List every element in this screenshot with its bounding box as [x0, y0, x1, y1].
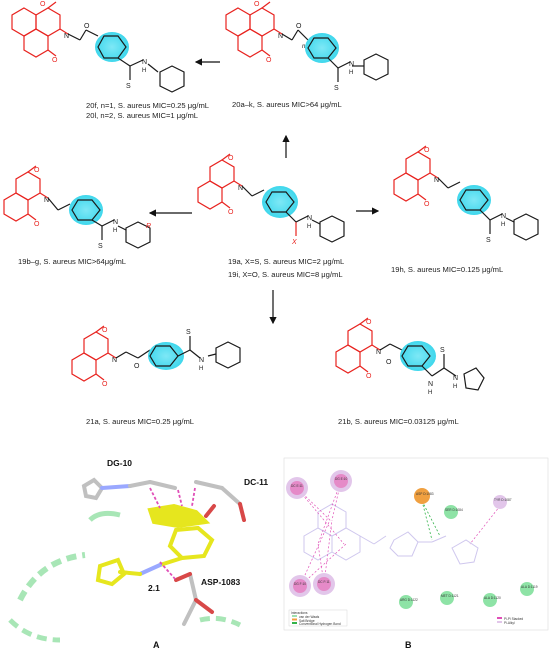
legend-salt-bridge: Salt Bridge: [299, 618, 315, 623]
legend-hbond: Conventional Hydrogen Bond: [299, 622, 341, 626]
svg-text:N: N: [376, 349, 381, 356]
svg-text:O: O: [34, 167, 40, 174]
caption-20a: 20a–k, S. aureus MIC>64 μg/mL: [232, 100, 342, 109]
svg-text:N: N: [349, 61, 354, 68]
legend-pi-alkyl: Pi-Alkyl: [504, 621, 515, 625]
residue-dc-e11: DC E:11: [291, 484, 303, 488]
svg-text:O: O: [40, 1, 46, 8]
caption-19h: 19h, S. aureus MIC=0.125 μg/mL: [391, 265, 504, 274]
svg-text:N: N: [238, 185, 243, 192]
molecule-19a: [197, 153, 345, 243]
svg-text:N: N: [64, 33, 69, 40]
svg-text:H: H: [113, 228, 117, 234]
svg-text:H: H: [349, 70, 353, 76]
caption-20f-line2: 20l, n=2, S. aureus MIC=1 μg/mL: [86, 111, 199, 120]
panel-label-a: A: [153, 640, 160, 650]
molecule-20a: [225, 1, 389, 82]
svg-text:O: O: [296, 23, 302, 30]
svg-text:O: O: [34, 221, 40, 228]
legend-pi-pi: Pi-Pi Stacked: [504, 617, 524, 621]
docking-pose: [0, 438, 272, 643]
residue-ala1119: ALA D:1119: [521, 585, 538, 589]
residue-tyr: TYR D:1087: [494, 498, 512, 502]
svg-text:O: O: [228, 209, 234, 216]
svg-text:S: S: [98, 243, 103, 250]
svg-text:O: O: [386, 359, 392, 366]
svg-text:O: O: [266, 57, 272, 64]
svg-text:S: S: [440, 347, 445, 354]
svg-text:N: N: [112, 357, 117, 364]
molecule-19h: [393, 145, 539, 241]
svg-text:O: O: [228, 155, 234, 162]
distance-label: 2.1: [148, 583, 160, 593]
residue-met: MET D:1121: [441, 594, 459, 598]
molecule-21b: [335, 317, 485, 391]
svg-text:S: S: [486, 237, 491, 244]
svg-text:N: N: [428, 381, 433, 388]
svg-text:N: N: [453, 375, 458, 382]
svg-text:N: N: [278, 33, 283, 40]
svg-text:O: O: [102, 327, 108, 334]
caption-19b: 19b–g, S. aureus MIC>64μg/mL: [18, 257, 127, 266]
svg-text:O: O: [366, 319, 372, 326]
legend-vdw: van der Waals: [299, 615, 320, 619]
svg-text:O: O: [134, 363, 140, 370]
svg-text:N: N: [113, 219, 118, 226]
svg-text:N: N: [307, 215, 312, 222]
caption-21b: 21b, S. aureus MIC=0.03125 μg/mL: [338, 417, 459, 426]
molecule-21a: [71, 325, 241, 382]
residue-asp: ASP D:1083: [416, 492, 434, 496]
panel-label-b: B: [405, 640, 412, 650]
svg-text:H: H: [501, 222, 505, 228]
svg-text:N: N: [434, 177, 439, 184]
residue-arg: ARG D:1122: [400, 598, 418, 602]
svg-text:N: N: [501, 213, 506, 220]
residue-dc-f11: DC F:11: [318, 580, 330, 584]
svg-text:H: H: [142, 68, 146, 74]
svg-text:N: N: [44, 197, 49, 204]
svg-text:H: H: [307, 224, 311, 230]
residue-ala1120: ALA D:1120: [484, 596, 501, 600]
svg-text:O: O: [424, 201, 430, 208]
svg-text:S: S: [126, 83, 131, 90]
svg-text:n: n: [302, 44, 306, 50]
svg-text:N: N: [142, 59, 147, 66]
svg-text:O: O: [102, 381, 108, 388]
residue-dg-f10: DG F:10: [294, 582, 307, 586]
svg-text:H: H: [199, 366, 203, 372]
svg-text:H: H: [453, 384, 457, 390]
molecule-19b: [3, 165, 151, 249]
svg-text:O: O: [52, 57, 58, 64]
svg-text:X: X: [291, 239, 297, 246]
svg-text:O: O: [254, 1, 260, 8]
residue-ser: SER D:1084: [445, 508, 463, 512]
interaction-map: [283, 457, 549, 631]
svg-text:S: S: [186, 329, 191, 336]
svg-text:R: R: [146, 223, 151, 230]
caption-20f-line1: 20f, n=1, S. aureus MIC=0.25 μg/mL: [86, 101, 209, 110]
svg-text:H: H: [428, 390, 432, 396]
svg-text:O: O: [84, 23, 90, 30]
dg10-label: DG-10: [107, 458, 132, 468]
caption-21a: 21a, S. aureus MIC=0.25 μg/mL: [86, 417, 195, 426]
residue-dg-e10: DG E:10: [335, 477, 348, 481]
svg-text:N: N: [199, 357, 204, 364]
asp-label: ASP-1083: [201, 577, 240, 587]
svg-text:S: S: [334, 85, 339, 92]
caption-19a-line2: 19i, X=O, S. aureus MIC=8 μg/mL: [228, 270, 343, 279]
svg-text:O: O: [424, 147, 430, 154]
dc11-label: DC-11: [244, 477, 268, 487]
svg-text:O: O: [366, 373, 372, 380]
molecule-20f: [11, 1, 185, 93]
caption-19a-line1: 19a, X=S, S. aureus MIC=2 μg/mL: [228, 257, 345, 266]
legend-title: Interactions: [291, 611, 308, 615]
